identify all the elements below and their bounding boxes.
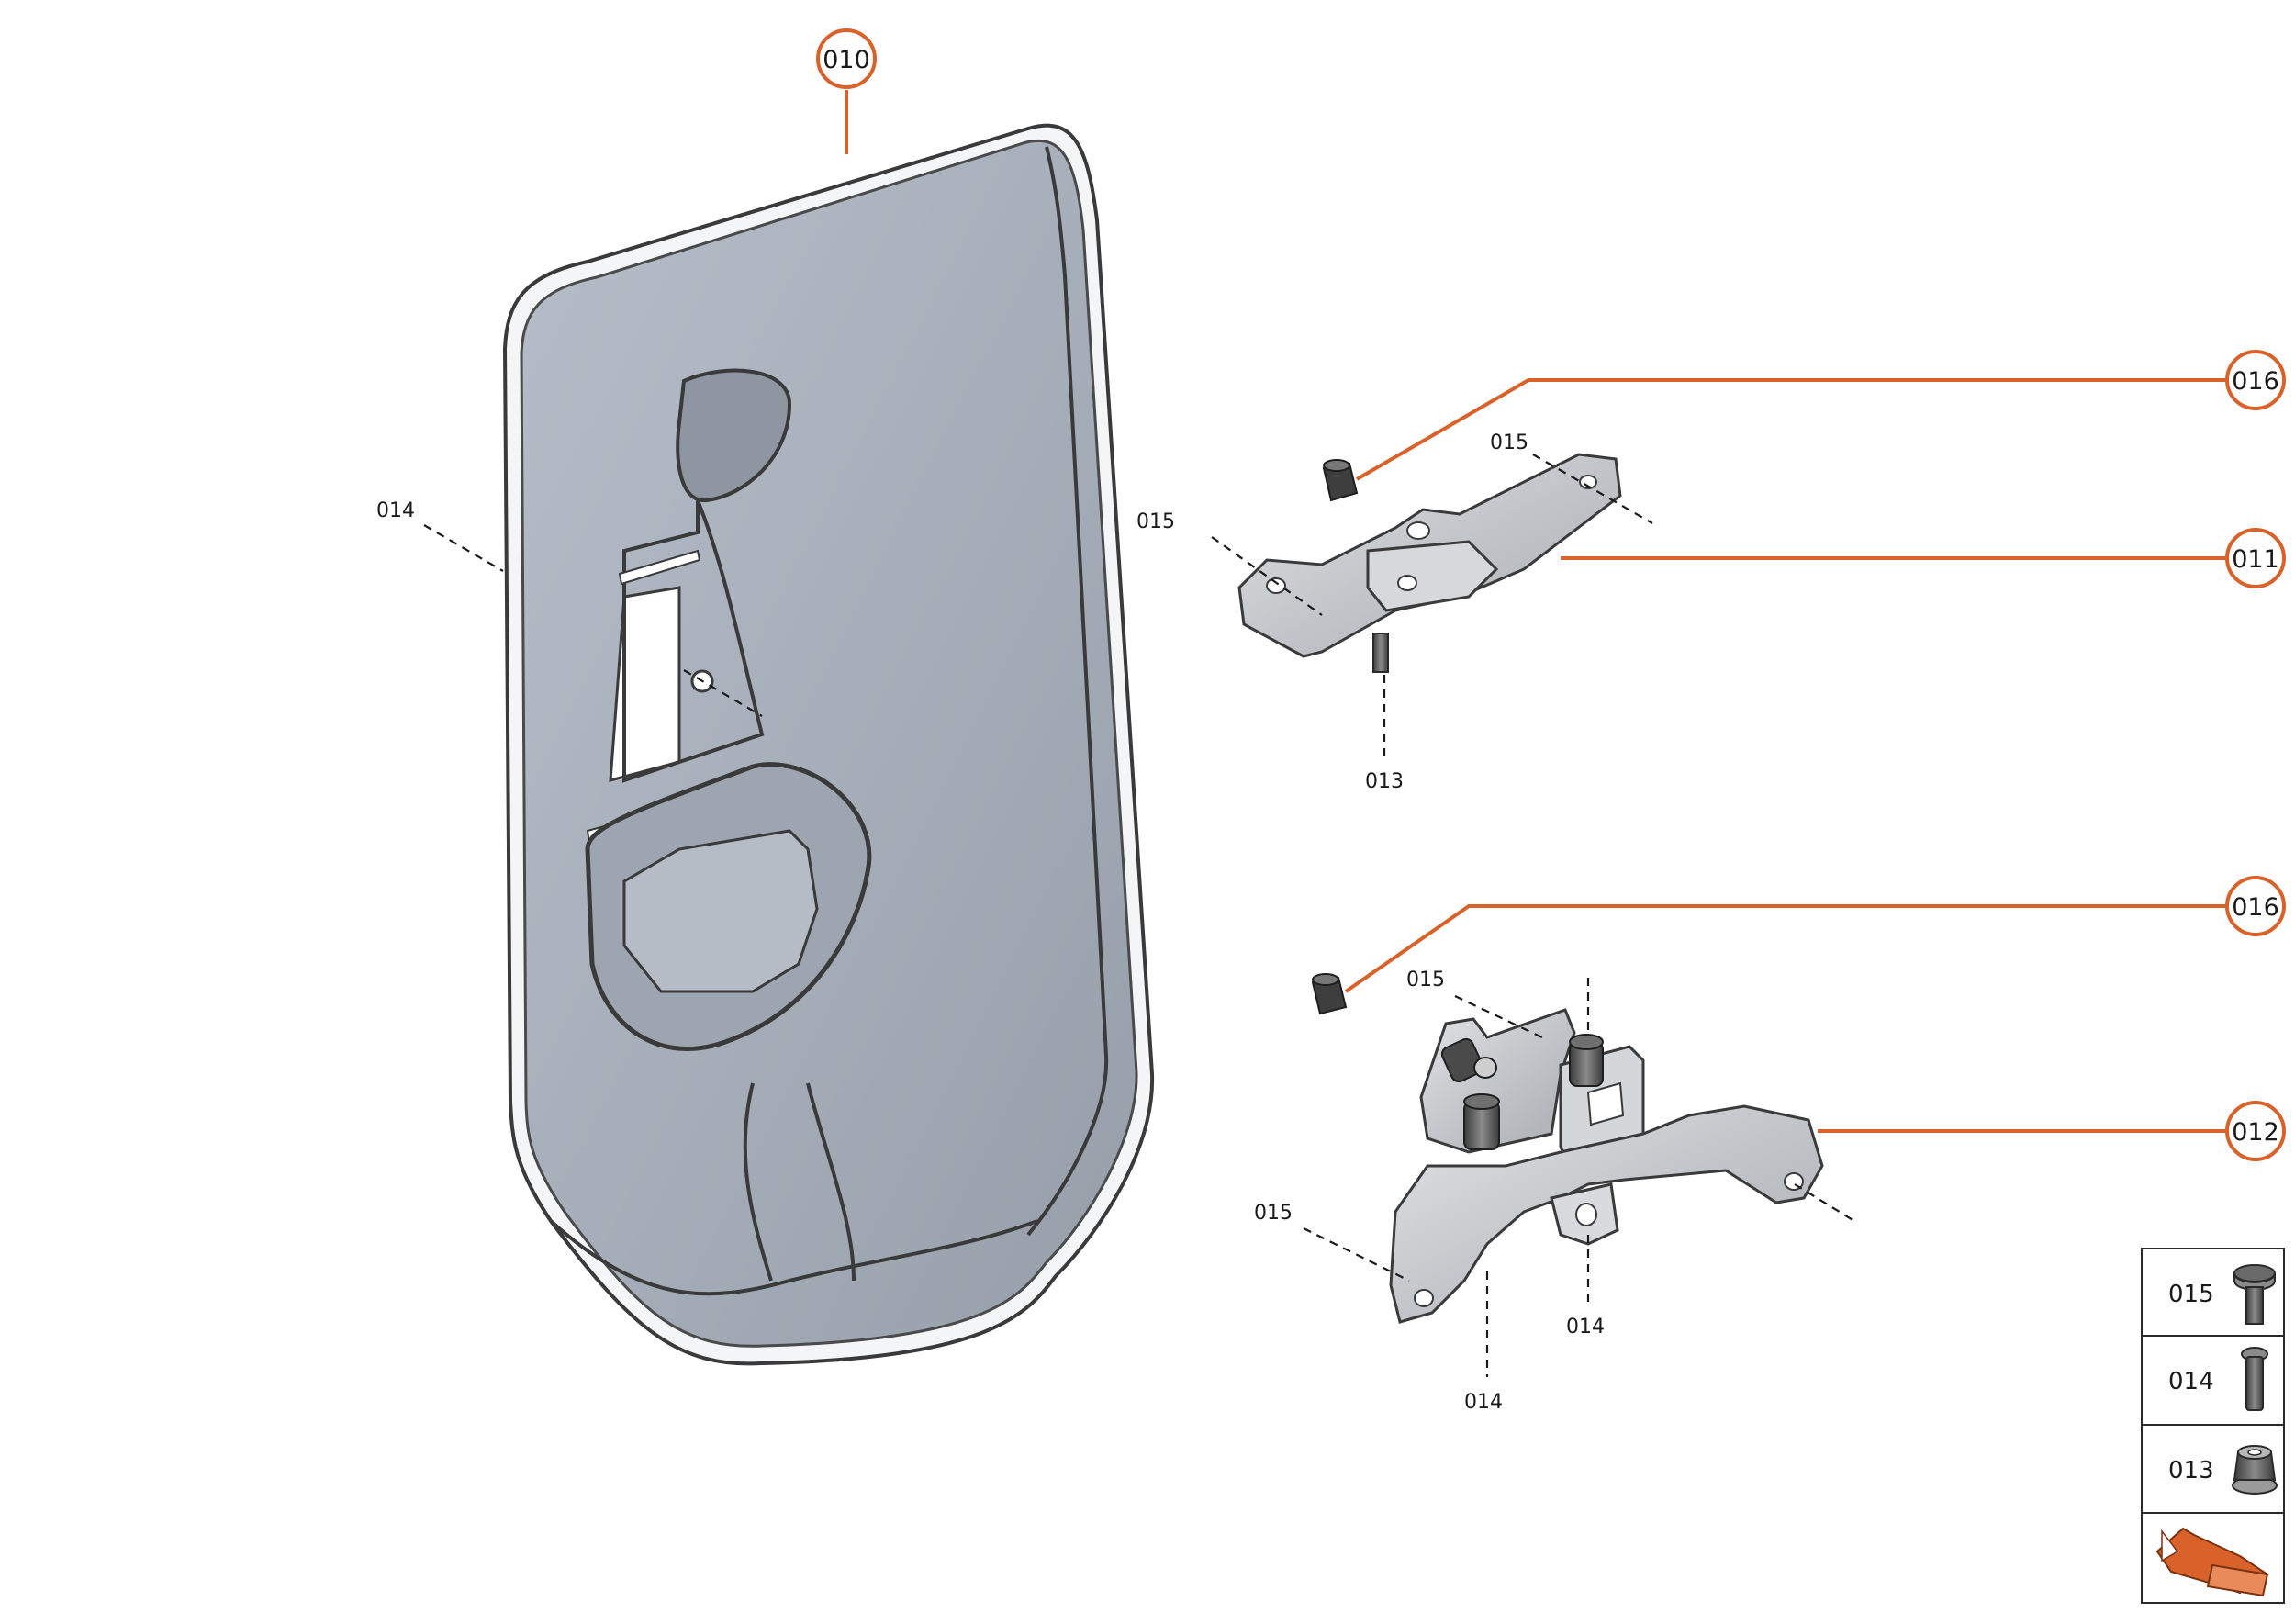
label-015-top-right: 015 [1490,431,1528,454]
bolt-icon [2241,1347,2268,1411]
label-013: 013 [1365,770,1404,793]
label-015-mid: 015 [1406,969,1445,991]
bracket-012-hole-left [1414,1289,1434,1307]
bracket-012-hole-tab [1575,1203,1597,1226]
bracket-012-nut-upper [1440,1037,1497,1083]
leader-012-right-hole [1794,1183,1855,1222]
leader-015-mid [1454,995,1543,1038]
leader-014-left [423,524,504,572]
callout-016-bottom: 016 [2232,893,2279,922]
bracket-011-hole-left [1266,577,1286,594]
callout-016-top: 016 [2232,367,2279,396]
panel-part-010 [502,123,1155,1366]
bracket-012-base [1389,1104,1824,1324]
panel-bottom-fold [549,1219,1038,1296]
label-014-bottom-right: 014 [1566,1316,1605,1338]
callout-010: 010 [823,46,870,74]
label-015-bottom-left: 015 [1254,1202,1293,1225]
panel-pocket-plate [622,829,819,993]
panel-right-edge [1026,146,1109,1237]
panel-lower-groove [743,1082,856,1282]
callout-circle-016-top [2225,350,2286,410]
hardware-legend: 015 014 013 [2141,1248,2285,1604]
callout-012: 012 [2232,1118,2279,1147]
bracket-011-hole-lower [1397,575,1417,591]
part-labels: 014 015 015 013 015 015 014 014 [376,431,1605,1414]
panel-slot-top [618,549,701,586]
flange-nut-icon [2232,1445,2278,1495]
callout-011: 011 [2232,545,2279,574]
label-015-top-left: 015 [1136,510,1175,533]
bracket-011-hole-center [1406,521,1430,540]
bracket-part-012 [1389,1008,1824,1324]
callouts: 010 016 011 016 012 [816,28,2286,1161]
label-014-left: 014 [376,499,415,522]
bracket-012-tab-slot [1586,1081,1625,1126]
callout-circle-011 [2225,528,2286,588]
callout-circle-012 [2225,1101,2286,1161]
bracket-part-011 [1237,453,1622,673]
cap-016-bottom [1311,973,1348,1015]
panel-oval-cutout [676,368,792,503]
callout-circle-010 [816,28,877,89]
leader-015-bottom-left [1303,1227,1410,1282]
leader-015-top-left [1211,536,1323,616]
stud-013 [1372,633,1389,673]
bracket-012-nut-right [1569,1034,1604,1087]
cap-016-top [1322,459,1359,502]
bracket-012-nut-left [1463,1093,1500,1150]
callout-circle-016-bottom [2225,876,2286,936]
button-head-screw-icon [2233,1264,2276,1325]
legend-code-014: 014 [2168,1368,2214,1395]
legend-code-015: 015 [2168,1281,2214,1308]
orange-arrow-icon [2155,1527,2269,1597]
bracket-011-hole-right [1579,475,1597,489]
dashed-leaders [423,454,1855,1377]
label-014-bottom: 014 [1464,1391,1503,1414]
leader-014-panel-hole [683,669,763,717]
bracket-011-flange [1366,540,1499,612]
panel-spine [622,499,765,783]
legend-code-013: 013 [2168,1457,2214,1484]
